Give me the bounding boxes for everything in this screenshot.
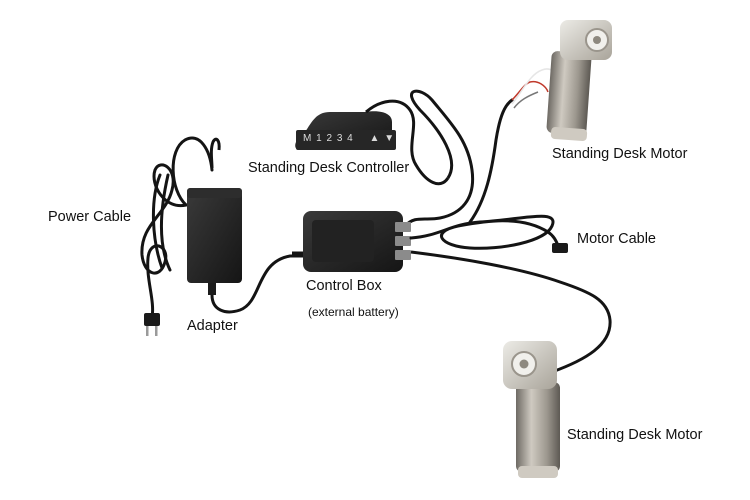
key-down-icon: ▼ — [384, 133, 396, 144]
top-motor — [511, 20, 612, 141]
bottom-motor-cable — [410, 250, 612, 374]
adapter-brick — [187, 137, 305, 314]
label-control-box-note: (external battery) — [308, 305, 399, 319]
control-box — [292, 211, 411, 272]
desk-controller — [295, 99, 450, 186]
label-motor-bottom: Standing Desk Motor — [567, 427, 703, 443]
controller-keys: M 1 2 3 4 ▲ ▼ — [303, 133, 395, 144]
label-motor-cable: Motor Cable — [577, 231, 656, 247]
key-up-icon: ▲ — [369, 133, 381, 144]
label-power-cable: Power Cable — [48, 209, 132, 225]
label-control-box: Control Box — [306, 278, 382, 294]
power-cable — [140, 136, 214, 320]
power-plug-icon — [144, 313, 160, 336]
key-1: 1 — [316, 133, 323, 144]
bottom-motor — [503, 341, 560, 478]
label-adapter: Adapter — [187, 318, 238, 334]
key-2: 2 — [326, 133, 334, 144]
motor-cable-plug-icon — [552, 243, 568, 253]
key-m: M — [303, 133, 313, 144]
controller-cable — [403, 89, 475, 228]
motor-cable-coil — [409, 98, 568, 252]
label-motor-top: Standing Desk Motor — [552, 146, 688, 162]
key-3: 3 — [336, 133, 344, 144]
label-controller: Standing Desk Controller — [248, 160, 410, 176]
key-4: 4 — [347, 133, 354, 144]
